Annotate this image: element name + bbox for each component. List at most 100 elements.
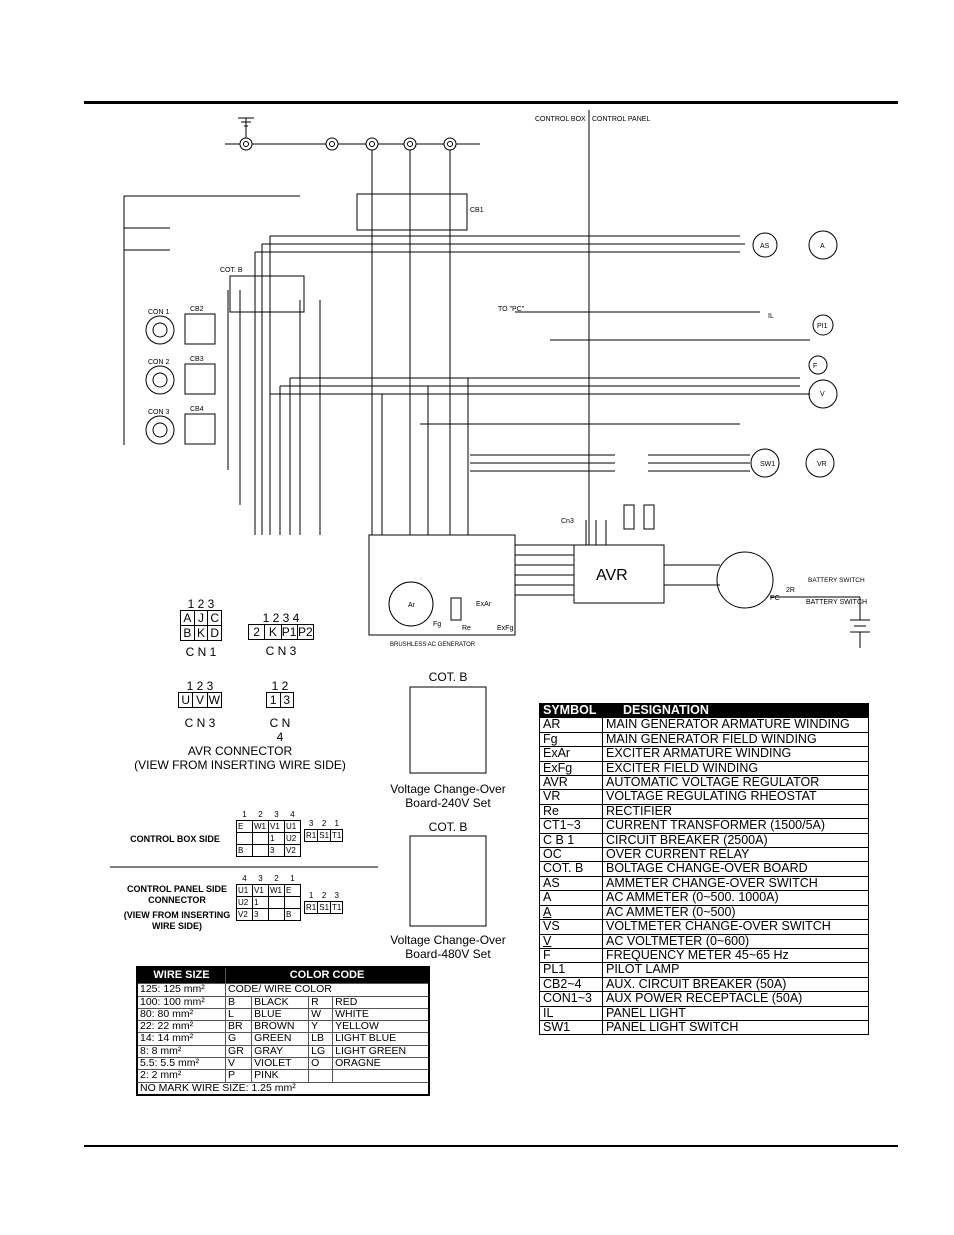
color-cell (332, 1069, 430, 1083)
cbs-cell: E (236, 820, 253, 833)
designation-cell: FREQUENCY METER 45~65 Hz (602, 947, 869, 964)
cps-cell: 1 (252, 896, 269, 909)
cps-h: 1 (290, 874, 295, 883)
table-row: NO MARK WIRE SIZE: 1.25 mm² (136, 1081, 430, 1096)
symbol-cell: VR (539, 789, 603, 805)
code-cell: O (308, 1057, 334, 1071)
control-box-side-connector: 1 2 3 4 E W1 V1 U1 1 U2 B 3 V2 (236, 809, 301, 857)
cps-label-line: CONNECTOR (148, 895, 206, 905)
cbs-cell (252, 832, 269, 845)
wire-size-table: WIRE SIZE COLOR CODE 125: 125 mm² CODE/ … (136, 966, 430, 1096)
symbol-cell: OC (539, 847, 603, 863)
symbol-cell: VS (539, 919, 603, 935)
cps-cell (284, 896, 301, 909)
designation-cell: OVER CURRENT RELAY (602, 847, 869, 863)
con3-label: CON 3 (148, 409, 170, 416)
symbol-cell: ExFg (539, 760, 603, 777)
symbol-cell: Re (539, 803, 603, 820)
designation-cell: AUX POWER RECEPTACLE (50A) (602, 991, 869, 1007)
table-row: 100: 100 mm² B BLACK R RED (136, 995, 430, 1009)
cot-b-480-caption: Voltage Change-Over Board-480V Set (378, 933, 518, 961)
cps-label-line: WIRE SIDE) (151, 921, 202, 931)
designation-cell: AUTOMATIC VOLTAGE REGULATOR (602, 775, 869, 791)
cps-label-line: CONTROL PANEL SIDE (126, 884, 227, 894)
color-cell: LIGHT BLUE (332, 1032, 430, 1046)
avr-block-label: AVR (596, 567, 628, 584)
designation-cell: CIRCUIT BREAKER (2500A) (602, 832, 869, 849)
caption-line: Voltage Change-Over (390, 782, 506, 796)
2r-label: BATTERY SWITCH (806, 599, 867, 606)
cbs-sc: S1 (317, 829, 332, 842)
control-box-side-label: CONTROL BOX SIDE (130, 834, 220, 844)
pl1-label: F (813, 363, 817, 370)
cbs-small-row: R1 S1 T1 (303, 829, 344, 842)
wire-size-cell: 22: 22 mm² (136, 1020, 227, 1034)
table-row: 22: 22 mm² BR BROWN Y YELLOW (136, 1020, 430, 1034)
symbol-cell: V (539, 933, 603, 949)
to-pc-label: TO "PC" (498, 306, 525, 313)
designation-cell: VOLTMETER CHANGE-OVER SWITCH (602, 919, 869, 935)
wire-size-header: WIRE SIZE (136, 966, 227, 985)
cn4-cell: 3 (283, 693, 291, 707)
wire-size-cell: 5.5: 5.5 mm² (136, 1057, 227, 1071)
con1-label: CON 1 (148, 309, 170, 316)
cps-row: V2 3 B (236, 908, 301, 921)
symbol-cell: SW1 (539, 1019, 603, 1036)
cps-sc: R1 (303, 901, 319, 914)
generator-label: BRUSHLESS AC GENERATOR (390, 642, 476, 648)
cps-sh: 2 (321, 891, 327, 900)
color-cell: VIOLET (251, 1057, 310, 1071)
cn1-cell: D (210, 626, 220, 640)
cn1-cell: B (181, 626, 195, 640)
cn3a-header: 1 2 3 4 (262, 611, 300, 625)
designation-cell: RECTIFIER (602, 803, 869, 820)
designation-cell: AC VOLTMETER (0~600) (602, 933, 869, 949)
designation-cell: MAIN GENERATOR ARMATURE WINDING (602, 717, 869, 733)
cn1-cell: J (195, 611, 209, 625)
cn3b-header: 1 2 3 (186, 679, 214, 693)
caption-line: Voltage Change-Over (390, 933, 506, 947)
color-cell: RED (332, 995, 430, 1009)
exar-label: ExAr (476, 601, 492, 608)
cps-sc: T1 (330, 901, 344, 914)
ar-label: Ar (408, 602, 416, 609)
cps-cell: V1 (252, 884, 269, 897)
cps-cell: W1 (268, 884, 285, 897)
code-wire-color-cell: CODE/ WIRE COLOR (225, 983, 430, 997)
symbol-cell: PL1 (539, 962, 603, 978)
caption-line: Board-480V Set (405, 947, 491, 961)
control-panel-side-small-connector: 1 2 3 R1 S1 T1 (303, 890, 344, 914)
sw1-label: IL (768, 313, 774, 320)
color-cell: YELLOW (332, 1020, 430, 1034)
color-cell: LIGHT GREEN (332, 1044, 430, 1059)
symbol-cell: F (539, 947, 603, 964)
symbol-cell: C B 1 (539, 832, 603, 849)
symbol-cell: A (539, 904, 603, 921)
color-cell: ORAGNE (332, 1057, 430, 1071)
cps-small-row: R1 S1 T1 (303, 901, 344, 914)
f-label: V (820, 391, 825, 398)
table-row: 5.5: 5.5 mm² V VIOLET O ORAGNE (136, 1057, 430, 1071)
color-cell: GREEN (251, 1032, 310, 1046)
cbs-h: 1 (242, 810, 247, 819)
cbs-row: E W1 V1 U1 (236, 820, 301, 833)
caption-line: AVR CONNECTOR (187, 744, 293, 758)
symbol-cell: AVR (539, 775, 603, 791)
cb1-label: CB1 (470, 207, 484, 214)
control-panel-side-label: CONTROL PANEL SIDE CONNECTOR (VIEW FROM … (112, 884, 242, 932)
cn3-connector-b: 1 2 3 U V W C N 3 (178, 680, 222, 730)
as-label: SW1 (760, 461, 775, 468)
control-panel-label: CONTROL PANEL (592, 116, 650, 123)
cn3a-title: C N 3 (265, 644, 297, 658)
